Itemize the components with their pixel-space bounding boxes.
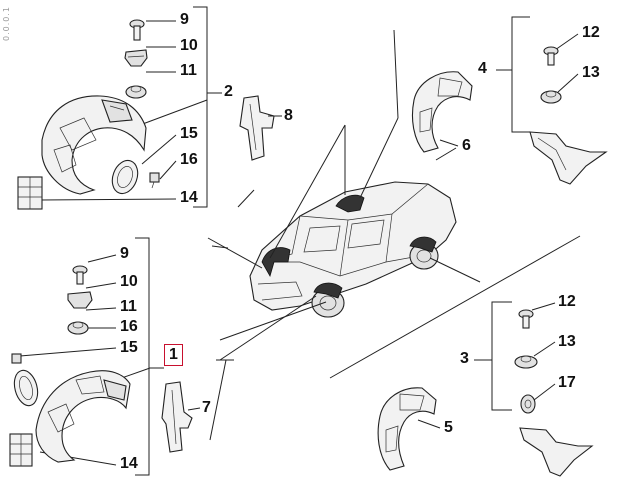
clip-part-10b <box>67 291 93 309</box>
callout-16-top: 16 <box>180 151 198 168</box>
callout-10-top: 10 <box>180 37 198 54</box>
bracket-group-1 <box>135 237 150 476</box>
callout-10-bottom: 10 <box>120 273 138 290</box>
nut-part-11b <box>67 321 89 335</box>
grille-part-14b <box>9 433 33 467</box>
watermark-text: 0.0.0.1 <box>2 6 11 41</box>
screw-part-9a <box>129 19 145 41</box>
callout-12-bottom: 12 <box>558 293 576 310</box>
wheel-liner-part-2 <box>41 95 147 195</box>
clip-part-16a <box>149 172 160 189</box>
mudflap-part-4 <box>529 131 608 185</box>
seal-part-15a <box>111 159 139 195</box>
callout-2: 2 <box>224 83 233 100</box>
bracket-group-3 <box>491 301 512 411</box>
callout-14-bottom: 14 <box>120 455 138 472</box>
nut-part-11a <box>125 85 147 99</box>
screw-part-12a <box>543 46 559 66</box>
callout-7: 7 <box>202 399 211 416</box>
callout-1-highlighted: 1 <box>164 344 183 366</box>
mudflap-part-3 <box>519 427 594 477</box>
callout-9-top: 9 <box>180 11 189 28</box>
clip-part-10a <box>124 49 148 67</box>
callout-13-top: 13 <box>582 64 600 81</box>
wheel-liner-part-6 <box>411 71 473 153</box>
nut-part-13a <box>540 90 562 104</box>
callout-17: 17 <box>558 374 576 391</box>
callout-15-bottom: 15 <box>120 339 138 356</box>
bracket-group-4 <box>511 16 530 133</box>
bracket-part-7 <box>161 381 193 453</box>
callout-14-top: 14 <box>180 189 198 206</box>
bracket-group-2 <box>193 6 208 208</box>
grille-part-14a <box>17 176 43 210</box>
callout-11-top: 11 <box>180 62 197 79</box>
car-body <box>249 181 457 318</box>
wheel-liner-part-5 <box>377 387 437 471</box>
wheel-liner-part-1 <box>35 370 131 463</box>
nut-part-13b <box>514 355 538 369</box>
screw-part-12b <box>518 309 534 329</box>
callout-13-bottom: 13 <box>558 333 576 350</box>
callout-15-top: 15 <box>180 125 198 142</box>
callout-5: 5 <box>444 419 453 436</box>
callout-3: 3 <box>460 350 469 367</box>
callout-4: 4 <box>478 60 487 77</box>
callout-11-bottom: 11 <box>120 298 137 315</box>
callout-9-bottom: 9 <box>120 245 129 262</box>
screw-part-9b <box>72 265 88 285</box>
callout-8: 8 <box>284 107 293 124</box>
clip-part-17 <box>520 394 536 414</box>
callout-12-top: 12 <box>582 24 600 41</box>
callout-16-bottom: 16 <box>120 318 138 335</box>
bracket-part-8 <box>239 95 275 161</box>
seal-part-15b <box>13 369 39 407</box>
callout-6: 6 <box>462 137 471 154</box>
clip-part-16b <box>11 353 22 364</box>
